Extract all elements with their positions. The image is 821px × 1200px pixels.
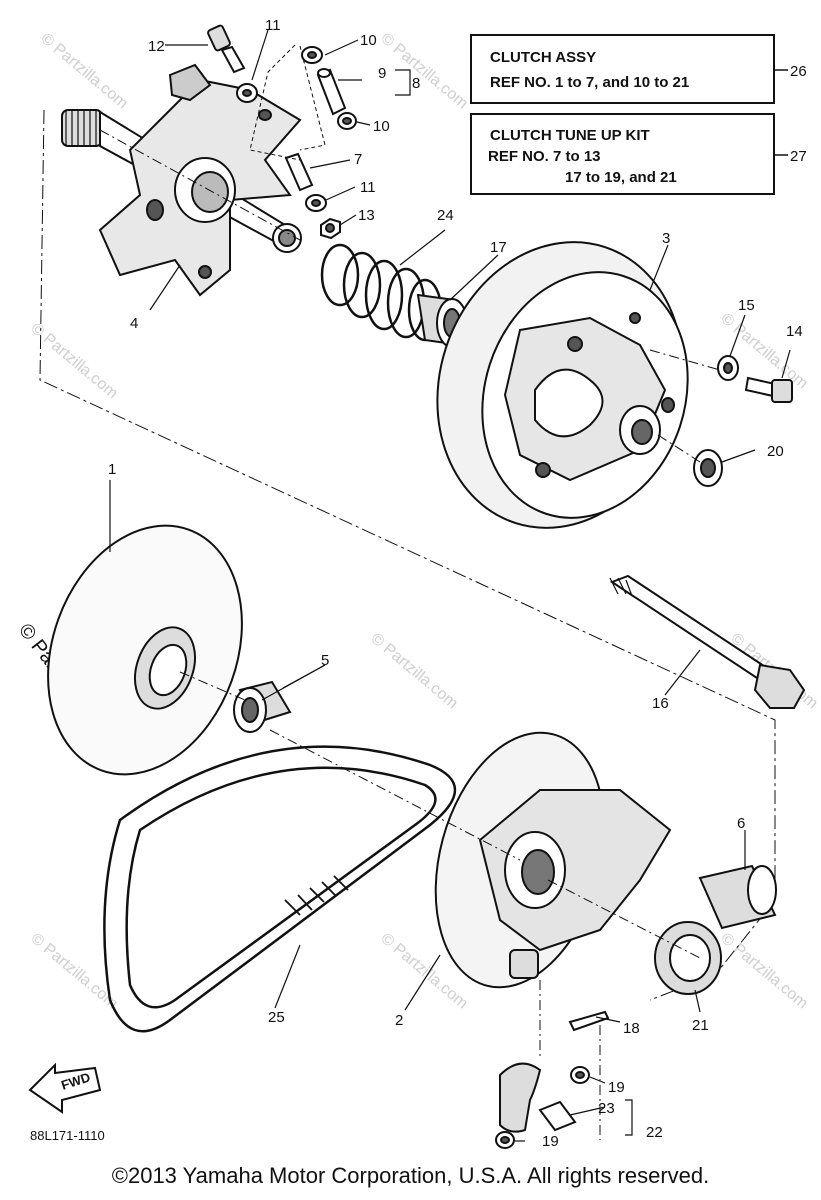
part-number-label: 18 (623, 1020, 640, 1037)
part-number-label: 19 (542, 1133, 559, 1150)
part-number-label: 22 (646, 1124, 663, 1141)
part-number-label: 11 (360, 179, 376, 196)
ref-box-title: CLUTCH TUNE UP KIT (490, 127, 650, 144)
part-labels: 1 2 3 4 5 6 7 8 9 10 10 11 11 12 13 14 1… (108, 17, 803, 1150)
pin (568, 1010, 610, 1032)
part-number-label: 23 (598, 1100, 615, 1117)
part-number-label: 3 (662, 230, 670, 247)
leader-lines (109, 29, 791, 1142)
watermark: © Partzilla.com (37, 30, 131, 112)
ref-box-line: 17 to 19, and 21 (565, 169, 677, 186)
part-number-label: 27 (790, 148, 807, 165)
part-number-label: 6 (737, 815, 745, 832)
part-number-label: 10 (373, 118, 390, 135)
movable-sheave (434, 731, 672, 989)
roller (236, 83, 327, 212)
clutch-cap (436, 241, 689, 529)
part-number-label: 9 (378, 65, 386, 82)
bolt (744, 376, 793, 403)
part-number-label: 8 (412, 75, 420, 92)
part-number-label: 7 (354, 151, 362, 168)
part-number-label: 26 (790, 63, 807, 80)
part-number-label: 1 (108, 461, 116, 478)
leader-lines (249, 44, 326, 161)
fixed-sheave (47, 524, 243, 776)
nut (320, 217, 341, 240)
assembly-frame (39, 109, 776, 1001)
watermark: © Partzilla.com (717, 930, 811, 1012)
collar (495, 1066, 590, 1149)
pin (284, 152, 314, 192)
long-bolt (609, 574, 806, 709)
seal (654, 921, 722, 995)
part-number-label: 16 (652, 695, 669, 712)
part-number-label: 13 (358, 207, 375, 224)
spider-hub (61, 63, 302, 297)
part-number-label: 14 (786, 323, 803, 340)
part-number-label: 4 (130, 315, 138, 332)
ref-box-title: CLUTCH ASSY (490, 49, 596, 66)
part-number-label: 19 (608, 1079, 625, 1096)
part-number-label: 15 (738, 297, 755, 314)
roller (538, 1100, 577, 1132)
sleeve (698, 864, 777, 930)
part-number-label: 20 (767, 443, 784, 460)
collar (301, 46, 357, 130)
washer (717, 355, 739, 381)
bolt (207, 24, 246, 74)
watermark: © Partzilla.com (27, 320, 121, 402)
drive-belt (103, 745, 457, 1033)
seal (693, 449, 723, 487)
watermark: © Partzilla.com (377, 30, 471, 112)
part-number-label: 17 (490, 239, 507, 256)
ref-box-line: REF NO. 1 to 7, and 10 to 21 (490, 74, 689, 91)
part-number-label: 21 (692, 1017, 709, 1034)
part-number-label: 11 (265, 17, 281, 34)
weight-pin (316, 68, 347, 116)
watermark: © Partzilla.com (367, 630, 461, 712)
ref-box-clutch-tune-up-kit: CLUTCH TUNE UP KIT REF NO. 7 to 13 17 to… (470, 113, 807, 195)
part-number-label: 5 (321, 652, 329, 669)
drawing-code: 88L171-1110 (30, 1128, 105, 1143)
part-number-label: 10 (360, 32, 377, 49)
part-number-label: 12 (148, 38, 165, 55)
part-number-label: 24 (437, 207, 454, 224)
forward-arrow-icon: FWD (28, 1062, 102, 1114)
part-number-label: 2 (395, 1012, 403, 1029)
ref-box-clutch-assy: CLUTCH ASSY REF NO. 1 to 7, and 10 to 21… (470, 34, 807, 104)
part-number-label: 25 (268, 1009, 285, 1026)
ref-box-line: REF NO. 7 to 13 (488, 148, 601, 165)
weight (499, 1062, 542, 1133)
leader-lines (99, 129, 721, 1140)
copyright-notice: ©2013 Yamaha Motor Corporation, U.S.A. A… (111, 1163, 710, 1188)
